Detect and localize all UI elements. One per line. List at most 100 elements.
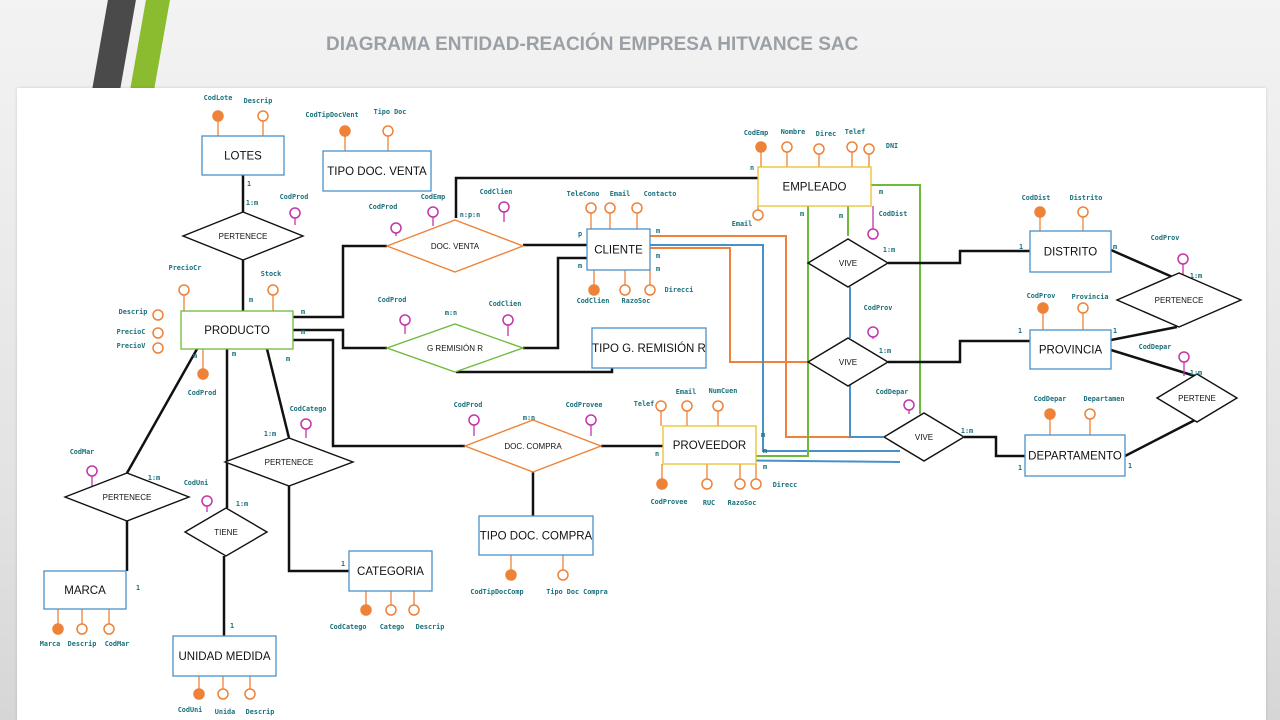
relationship-label-doc-venta: DOC. VENTA: [431, 242, 480, 251]
attribute-label: CodUni: [178, 706, 203, 714]
attribute-label: RazoSoc: [728, 499, 757, 507]
attribute-label: CodCatego: [290, 405, 327, 413]
connector-line: [650, 247, 807, 363]
key-attribute-circle: [588, 284, 600, 296]
attribute-label: PrecioV: [117, 342, 146, 350]
relationship-label-doc-compra: DOC. COMPRA: [504, 442, 562, 451]
attribute-circle: [468, 414, 480, 426]
attribute-label: Unida: [215, 708, 235, 716]
attribute-circle: [903, 399, 915, 411]
cardinality-label: m: [1113, 243, 1117, 251]
connector-line: [700, 205, 809, 457]
connector-line: [293, 328, 387, 350]
attribute-label: Telef: [845, 128, 865, 136]
connector-line: [265, 348, 291, 439]
cardinality-label: m: [800, 210, 804, 218]
entity-label-lotes: LOTES: [224, 151, 262, 163]
cardinality-label: 1: [1018, 327, 1022, 335]
entity-unidad-medida: [172, 635, 277, 677]
cardinality-label: 1:m: [264, 430, 276, 438]
cardinality-label: m: [286, 355, 290, 363]
connector-line: [888, 249, 1030, 265]
attribute-label: Descrip: [244, 97, 273, 105]
entity-producto: [180, 310, 294, 350]
attribute-circle: [585, 414, 597, 426]
relationship-label-pertenece-lotes: PERTENECE: [219, 232, 268, 241]
cardinality-label: 1:m: [236, 500, 248, 508]
connector-line: [125, 348, 199, 474]
key-attribute-circle: [339, 125, 351, 137]
attribute-circle: [385, 604, 397, 616]
relationship-doc-compra: [463, 419, 603, 473]
relationship-label-pertenece-provincia: PERTENECE: [1155, 296, 1204, 305]
cardinality-label: 1: [1019, 243, 1023, 251]
connector-line: [888, 339, 1030, 364]
attribute-label: CodDepar: [876, 388, 909, 396]
entity-label-departamento: DEPARTAMENTO: [1028, 451, 1122, 463]
attribute-circle: [867, 326, 879, 338]
relationship-label-vive-distrito: VIVE: [839, 259, 857, 268]
entity-label-cliente: CLIENTE: [594, 245, 643, 257]
attribute-circle: [178, 284, 190, 296]
attribute-label: CodProvee: [566, 401, 603, 409]
attribute-circle: [76, 623, 88, 635]
attribute-label: PrecioCr: [169, 264, 202, 272]
cardinality-label: m:n: [445, 309, 457, 317]
cardinality-label: m: [193, 352, 197, 360]
attribute-circle: [585, 202, 597, 214]
key-attribute-circle: [360, 604, 372, 616]
attribute-circle: [498, 201, 510, 213]
relationship-vive-departamento: [882, 412, 966, 462]
attribute-label: CodMar: [70, 448, 95, 456]
attribute-circle: [712, 400, 724, 412]
cardinality-label: 1: [341, 560, 345, 568]
attribute-circle: [502, 314, 514, 326]
cardinality-label: m: [656, 227, 660, 235]
attribute-circle: [408, 604, 420, 616]
attribute-circle: [289, 207, 301, 219]
attribute-label: CodProd: [188, 389, 217, 397]
attribute-label: CodTipDocVent: [305, 111, 358, 119]
attribute-circle: [619, 284, 631, 296]
attribute-circle: [244, 688, 256, 700]
attribute-circle: [681, 400, 693, 412]
connector-line: [650, 244, 900, 452]
entity-tipo-g-remision: [591, 327, 707, 369]
cardinality-label: 1: [230, 622, 234, 630]
attribute-circle: [557, 569, 569, 581]
attribute-label: TeleCono: [567, 190, 600, 198]
attribute-label: Nombre: [781, 128, 806, 136]
attribute-label: CodEmp: [421, 193, 446, 201]
connector-line: [1110, 248, 1178, 281]
attribute-circle: [644, 284, 656, 296]
attribute-label: CodEmp: [744, 129, 769, 137]
entity-label-marca: MARCA: [64, 585, 106, 597]
cardinality-label: 1: [1113, 327, 1117, 335]
entity-label-empleado: EMPLEADO: [783, 182, 847, 194]
attribute-label: Direcc: [773, 481, 798, 489]
attribute-circle: [1178, 351, 1190, 363]
attribute-label: Descrip: [416, 623, 445, 631]
cardinality-label: m: [761, 431, 765, 439]
attribute-label: CodDist: [879, 210, 908, 218]
attribute-circle: [750, 478, 762, 490]
attribute-circle: [152, 309, 164, 321]
relationship-label-pertene-departamento: PERTENE: [1178, 394, 1216, 403]
attribute-circle: [1077, 206, 1089, 218]
entity-marca: [43, 570, 127, 610]
key-attribute-circle: [193, 688, 205, 700]
attribute-label: CodProd: [378, 296, 407, 304]
relationship-vive-provincia: [806, 337, 890, 387]
attribute-label: CodProd: [454, 401, 483, 409]
cardinality-label: m: [301, 308, 305, 316]
key-attribute-circle: [1044, 408, 1056, 420]
connector-line: [454, 176, 758, 218]
cardinality-label: m: [656, 252, 660, 260]
cardinality-label: m: [839, 212, 843, 220]
attribute-label: Marca: [40, 640, 60, 648]
entity-label-tipo-doc-venta: TIPO DOC. VENTA: [327, 166, 427, 178]
attribute-label: Email: [610, 190, 630, 198]
